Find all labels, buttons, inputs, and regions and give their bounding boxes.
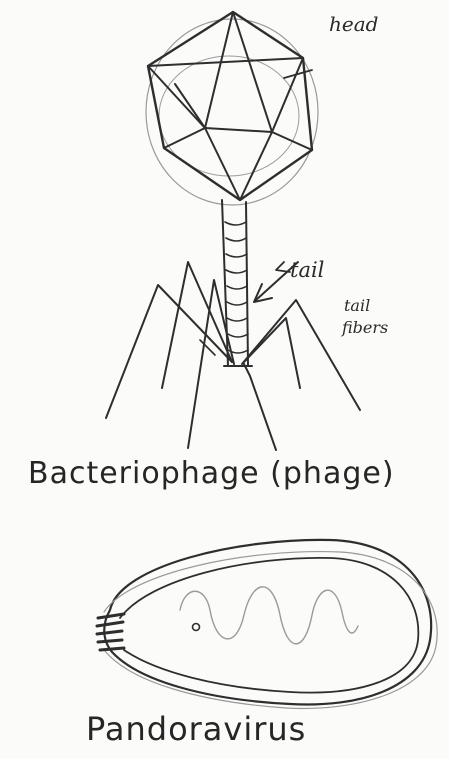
- title-bacteriophage: Bacteriophage (phage): [28, 456, 395, 491]
- genome-squiggle: [180, 587, 358, 644]
- apical-pore: [97, 614, 124, 650]
- head-outline-circle: [146, 19, 318, 205]
- phage-tail-fibers: [106, 262, 360, 450]
- label-tail-fibers-line1: tail: [344, 296, 370, 315]
- title-pandoravirus: Pandoravirus: [86, 710, 306, 748]
- label-head: head: [329, 12, 378, 36]
- label-tail-fibers-line2: fibers: [342, 318, 388, 337]
- phage-tail: [222, 200, 252, 366]
- pandoravirus-drawing: [97, 540, 437, 709]
- phage-drawing: [106, 12, 360, 450]
- label-tail: tail: [290, 258, 324, 282]
- small-circle: [193, 624, 200, 631]
